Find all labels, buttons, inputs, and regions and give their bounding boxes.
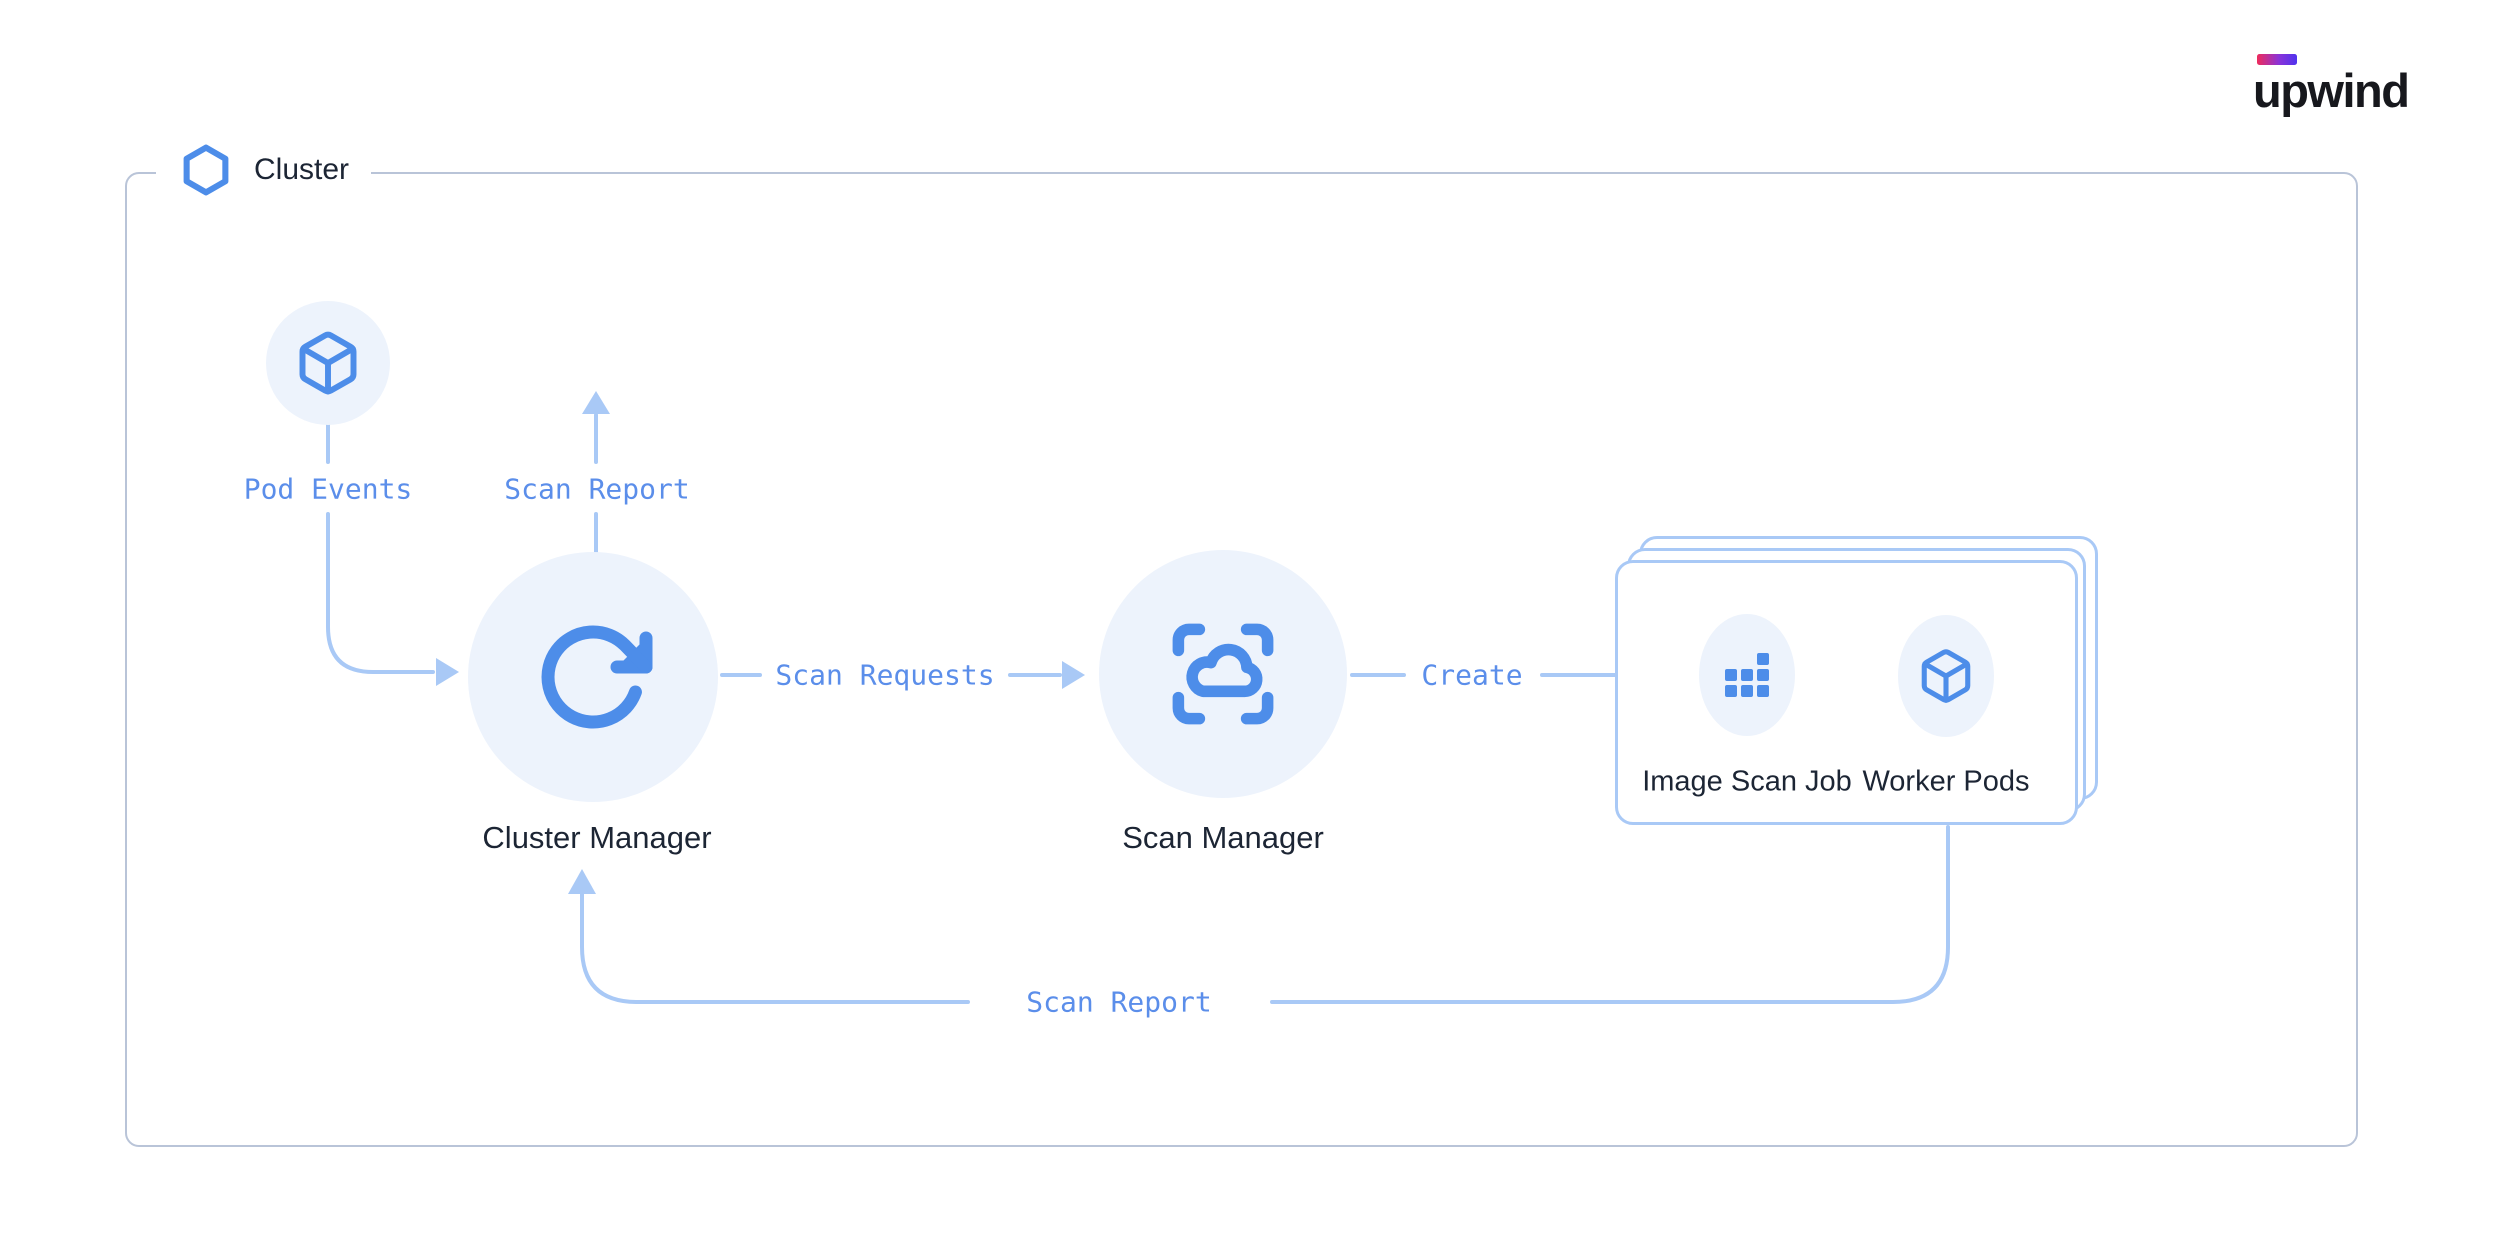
cluster-label-text: Cluster <box>254 153 350 186</box>
image-scan-job-label: Image Scan Job <box>1642 765 1852 798</box>
cube-icon <box>1921 649 1971 703</box>
scan-cloud-icon <box>1172 623 1274 725</box>
grid-squares-icon <box>1725 653 1769 697</box>
image-scan-job-node <box>1699 614 1795 736</box>
cluster-manager-node <box>468 552 718 802</box>
scan-report-bottom-label: Scan Report <box>1018 985 1220 1019</box>
scan-manager-label: Scan Manager <box>1122 820 1324 855</box>
create-label: Create <box>1413 658 1531 692</box>
pod-events-label: Pod Events <box>235 472 421 506</box>
cluster-label: Cluster <box>156 138 372 202</box>
scan-manager-node <box>1099 550 1347 798</box>
scan-report-top-label: Scan Report <box>496 472 698 506</box>
refresh-icon <box>541 625 653 729</box>
hexagon-icon <box>183 144 229 196</box>
worker-pods-node <box>1898 615 1994 737</box>
pod-events-node <box>266 301 390 425</box>
worker-pods-label: Worker Pods <box>1862 765 2030 798</box>
cluster-manager-label: Cluster Manager <box>482 820 712 855</box>
scan-requests-label: Scan Requests <box>767 658 1003 692</box>
cube-icon <box>299 331 357 395</box>
worker-card <box>1615 560 2078 825</box>
logo-wordmark: upwind <box>2253 64 2410 117</box>
cluster-boundary <box>125 172 2358 1147</box>
upwind-logo: upwind <box>2253 54 2410 117</box>
logo-gradient-bar-icon <box>2257 54 2297 65</box>
